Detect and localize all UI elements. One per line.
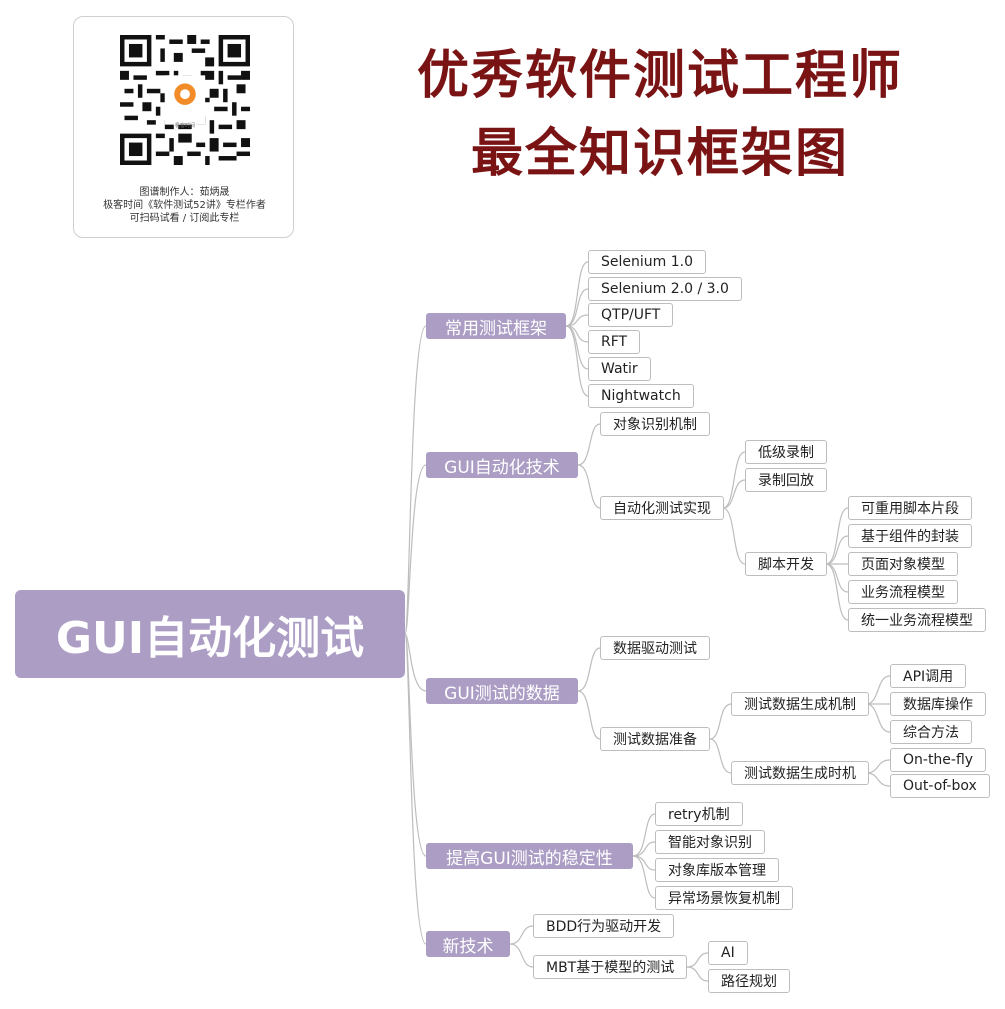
leaf-out-of-box: Out-of-box xyxy=(890,774,990,798)
qr-caption-subscribe: 可扫码试看 / 订阅此专栏 xyxy=(129,213,240,224)
leaf-selenium-1: Selenium 1.0 xyxy=(588,250,706,274)
leaf-data-driven-testing: 数据驱动测试 xyxy=(600,636,710,660)
leaf-watir: Watir xyxy=(588,357,651,381)
qr-code-card: 极客时间 图谱制作人：茹炳晟 极客时间《软件测试52讲》专栏作者 可扫码试看 /… xyxy=(73,16,294,238)
branch-gui-automation-tech: GUI自动化技术 xyxy=(426,452,578,478)
leaf-object-recognition: 对象识别机制 xyxy=(600,412,710,436)
leaf-database-operation: 数据库操作 xyxy=(890,692,986,716)
leaf-object-repo-versioning: 对象库版本管理 xyxy=(655,858,779,882)
leaf-selenium-2-3: Selenium 2.0 / 3.0 xyxy=(588,277,742,301)
leaf-record-replay: 录制回放 xyxy=(745,468,827,492)
node-mbt: MBT基于模型的测试 xyxy=(533,955,688,979)
leaf-rft: RFT xyxy=(588,330,641,354)
leaf-exception-recovery: 异常场景恢复机制 xyxy=(655,886,793,910)
qr-code-icon xyxy=(120,35,250,165)
node-data-generation-mechanism: 测试数据生成机制 xyxy=(731,692,869,716)
leaf-retry: retry机制 xyxy=(655,802,743,826)
root-node: GUI自动化测试 xyxy=(15,590,405,678)
qr-caption-author: 图谱制作人：茹炳晟 xyxy=(139,187,230,198)
leaf-path-planning: 路径规划 xyxy=(708,969,790,993)
branch-gui-test-data: GUI测试的数据 xyxy=(426,678,578,704)
title-line-1: 优秀软件测试工程师 xyxy=(416,46,903,106)
node-automation-implementation: 自动化测试实现 xyxy=(600,496,724,520)
leaf-page-object-model: 页面对象模型 xyxy=(848,552,958,576)
leaf-smart-object-recognition: 智能对象识别 xyxy=(655,830,765,854)
node-data-generation-timing: 测试数据生成时机 xyxy=(731,761,869,785)
node-test-data-preparation: 测试数据准备 xyxy=(600,727,710,751)
branch-stability: 提高GUI测试的稳定性 xyxy=(426,843,633,869)
leaf-on-the-fly: On-the-fly xyxy=(890,748,987,772)
leaf-combined-method: 综合方法 xyxy=(890,720,972,744)
branch-new-tech: 新技术 xyxy=(426,931,510,957)
qr-logo-text: 极客时间 xyxy=(174,123,195,129)
qr-caption-column: 极客时间《软件测试52讲》专栏作者 xyxy=(103,200,266,211)
leaf-bdd: BDD行为驱动开发 xyxy=(533,914,675,938)
leaf-qtp-uft: QTP/UFT xyxy=(588,303,674,327)
title-line-2: 最全知识框架图 xyxy=(470,124,849,184)
leaf-api-call: API调用 xyxy=(890,664,967,688)
leaf-low-level-recording: 低级录制 xyxy=(745,440,827,464)
leaf-ai: AI xyxy=(708,941,748,965)
leaf-nightwatch: Nightwatch xyxy=(588,384,694,408)
leaf-unified-business-flow-model: 统一业务流程模型 xyxy=(848,608,986,632)
leaf-reusable-snippets: 可重用脚本片段 xyxy=(848,496,972,520)
leaf-component-encapsulation: 基于组件的封装 xyxy=(848,524,972,548)
branch-frameworks: 常用测试框架 xyxy=(426,313,566,339)
leaf-business-flow-model: 业务流程模型 xyxy=(848,580,958,604)
node-script-development: 脚本开发 xyxy=(745,552,827,576)
